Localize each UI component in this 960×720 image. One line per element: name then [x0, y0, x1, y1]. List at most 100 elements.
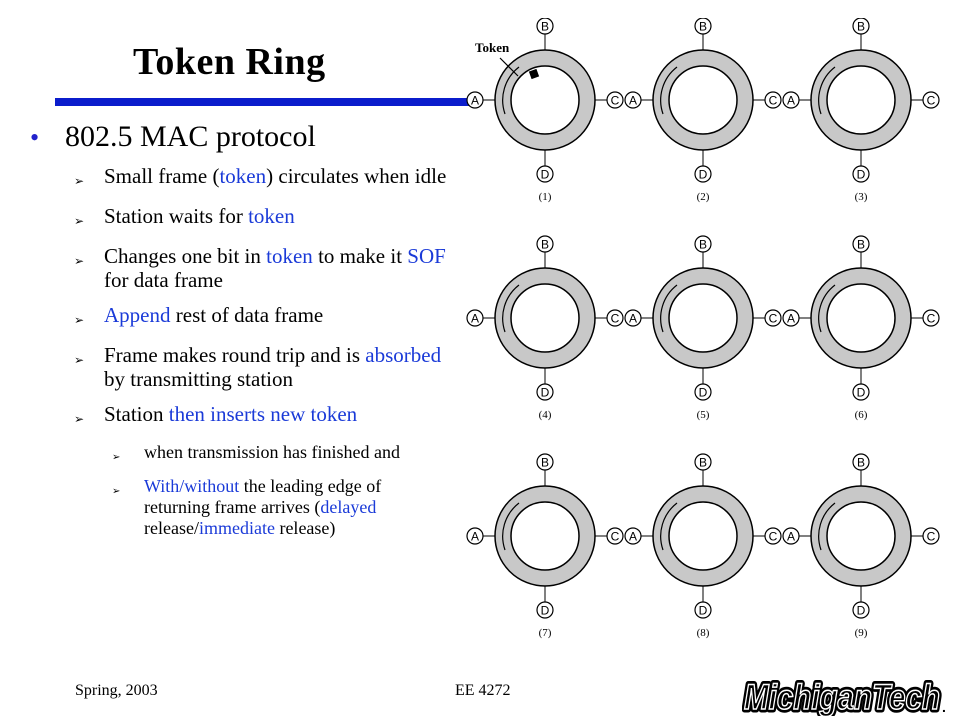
highlighted-term: immediate — [198, 518, 275, 538]
bullet-arrow-icon: ➢ — [74, 313, 85, 327]
panel-label: (2) — [697, 191, 710, 203]
token-pointer — [499, 57, 519, 77]
token-ring-diagram-grid: ABCD(1)ABCD(2)ABCD(3)ABCD(4)ABCD(5)ABCD(… — [466, 18, 940, 639]
bullet-arrow-icon: ➢ — [112, 486, 121, 497]
station-label: B — [857, 238, 865, 252]
ring-inner — [510, 65, 580, 135]
station-node — [922, 309, 940, 327]
station-node — [694, 235, 712, 253]
title-underline-bar — [55, 98, 475, 106]
station-label: A — [629, 94, 637, 108]
footer-date: Spring, 2003 — [75, 682, 158, 699]
station-node — [536, 18, 554, 35]
highlighted-term: Append — [104, 303, 171, 327]
slide-title: Token Ring — [133, 41, 326, 83]
circulation-arrow — [818, 66, 836, 115]
circulation-arrow — [502, 66, 520, 115]
sub-sub-bullet: ➢ when transmission has finished and — [112, 442, 450, 468]
text-run: Frame makes round trip and is — [104, 343, 366, 367]
station-label: B — [541, 456, 549, 470]
station-label: C — [611, 312, 620, 326]
main-bullet: • 802.5 MAC protocol — [30, 120, 450, 154]
station-node — [466, 527, 484, 545]
station-node — [782, 91, 800, 109]
sub-bullet: ➢ Changes one bit in token to make it SOF… — [74, 244, 450, 292]
station-node — [536, 383, 554, 401]
circulation-arrow — [660, 502, 678, 551]
station-label: B — [857, 20, 865, 34]
sub-bullet: ➢Station then inserts new token — [74, 402, 450, 431]
sub-bullet: ➢Frame makes round trip and is absorbed … — [74, 343, 450, 391]
panel-label: (6) — [855, 409, 868, 421]
station-node — [852, 383, 870, 401]
text-run: release) — [274, 518, 336, 538]
station-node — [764, 309, 782, 327]
highlighted-term: delayed — [320, 497, 377, 517]
bullet-list: • 802.5 MAC protocol ➢Small frame (token… — [30, 120, 450, 547]
station-label: B — [699, 456, 707, 470]
station-node — [852, 18, 870, 35]
station-node — [852, 453, 870, 471]
panel-label: (1) — [539, 191, 552, 203]
station-node — [606, 309, 624, 327]
token-marker — [528, 68, 540, 80]
ring-inner — [826, 65, 896, 135]
panel-label: (8) — [697, 627, 710, 639]
text-run: when transmission has finished and — [144, 442, 400, 462]
highlighted-term: token — [248, 204, 295, 228]
text-run: ) circulates when idle — [266, 164, 447, 188]
text-run: Station waits for — [104, 204, 249, 228]
sub-bullet: ➢Small frame (token) circulates when idl… — [74, 164, 450, 193]
station-label: C — [769, 312, 778, 326]
bullet-arrow-icon: ➢ — [74, 254, 85, 268]
ring-inner — [668, 501, 738, 571]
station-label: C — [927, 312, 936, 326]
station-label: C — [611, 94, 620, 108]
station-label: B — [857, 456, 865, 470]
station-label: A — [787, 530, 795, 544]
station-node — [624, 527, 642, 545]
bullet-arrow-icon: ➢ — [112, 452, 121, 463]
panel-label: (4) — [539, 409, 552, 421]
station-label: B — [699, 238, 707, 252]
station-node — [466, 91, 484, 109]
bullet-text: Changes one bit in token to make it SOF … — [104, 244, 450, 292]
station-label: D — [699, 604, 708, 618]
circulation-arrow — [818, 502, 836, 551]
station-node — [694, 601, 712, 619]
ring-inner — [668, 65, 738, 135]
station-node — [536, 165, 554, 183]
station-node — [922, 527, 940, 545]
station-node — [606, 527, 624, 545]
station-node — [694, 18, 712, 35]
panel-label: (3) — [855, 191, 868, 203]
station-node — [782, 309, 800, 327]
station-node — [694, 383, 712, 401]
bullet-arrow-icon: ➢ — [74, 412, 85, 426]
station-label: D — [541, 168, 550, 182]
station-label: C — [927, 530, 936, 544]
station-label: D — [857, 386, 866, 400]
michigan-tech-logo: MichiganTech MichiganTech . — [742, 676, 946, 716]
footer-course: EE 4272 — [455, 682, 511, 699]
text-run: rest of data frame — [170, 303, 324, 327]
ring-inner — [826, 501, 896, 571]
station-label: A — [471, 94, 479, 108]
station-node — [536, 453, 554, 471]
sub-sub-bullet: ➢With/without the leading edge of return… — [112, 476, 450, 539]
text-run: Changes one bit in — [104, 244, 267, 268]
bullet-text: Frame makes round trip and is absorbed b… — [104, 343, 450, 391]
station-label: B — [541, 20, 549, 34]
station-label: D — [857, 168, 866, 182]
station-label: A — [787, 94, 795, 108]
bullet-arrow-icon: ➢ — [74, 214, 85, 228]
station-label: A — [629, 312, 637, 326]
station-node — [694, 165, 712, 183]
station-node — [852, 165, 870, 183]
sub-sub-bullet-list: ➢ when transmission has finished and ➢With… — [30, 442, 450, 539]
